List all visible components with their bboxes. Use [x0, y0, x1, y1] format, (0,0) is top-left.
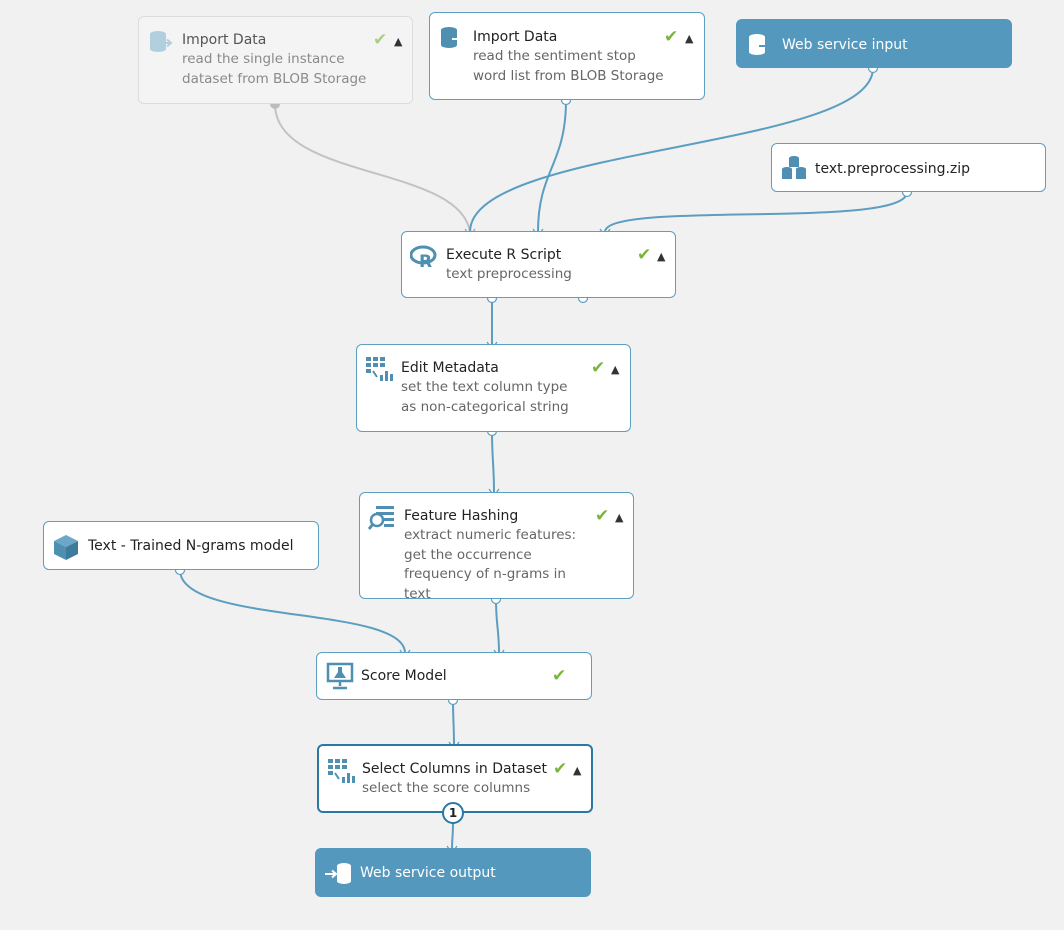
edge-hashing-score [495, 598, 500, 654]
check-icon: ✔ [553, 759, 568, 779]
node-trained-ngrams-model[interactable]: Text - Trained N-grams model [43, 521, 319, 570]
dataset-icon [782, 156, 806, 179]
edge-select-wsoutput [451, 822, 454, 850]
edge-ngrams-score [179, 569, 406, 654]
edge-zip-rscript [604, 191, 908, 233]
edge-wsinput-rscript [469, 67, 874, 233]
collapse-caret-icon[interactable]: ▲ [573, 764, 582, 777]
edge-metadata-hashing [491, 430, 495, 493]
node-title: Feature Hashing [404, 508, 519, 524]
node-title: Web service input [782, 37, 908, 53]
svg-text:R: R [419, 252, 432, 271]
check-icon: ✔ [373, 30, 388, 50]
collapse-caret-icon[interactable]: ▲ [685, 32, 694, 45]
score-model-icon [326, 662, 354, 690]
edit-metadata-icon [366, 357, 393, 381]
web-service-input-icon [749, 34, 772, 55]
node-web-service-input[interactable]: Web service input [736, 19, 1012, 68]
node-import-data-1[interactable]: Import Data read the single instance dat… [138, 16, 413, 104]
collapse-caret-icon[interactable]: ▲ [615, 511, 624, 524]
web-service-output-icon [325, 863, 351, 884]
import-data-icon [441, 27, 464, 48]
node-title: Web service output [360, 865, 496, 881]
node-title: Edit Metadata [401, 360, 499, 376]
import-data-icon [150, 31, 173, 52]
r-script-icon: R [410, 245, 437, 271]
node-execute-r-script[interactable]: R Execute R Script text preprocessing ✔ … [401, 231, 676, 298]
node-web-service-output[interactable]: Web service output [315, 848, 591, 897]
check-icon: ✔ [595, 506, 610, 526]
node-subtitle: read the single instance dataset from BL… [182, 51, 367, 87]
node-feature-hashing[interactable]: Feature Hashing extract numeric features… [359, 492, 634, 602]
check-icon: ✔ [637, 245, 652, 265]
node-subtitle: read the sentiment stop word list from B… [473, 48, 664, 84]
select-columns-icon [328, 759, 355, 783]
node-title: Score Model [361, 668, 447, 684]
node-import-data-2[interactable]: Import Data read the sentiment stop word… [429, 12, 705, 100]
node-edit-metadata[interactable]: Edit Metadata set the text column type a… [356, 344, 631, 432]
node-text-preprocessing-zip[interactable]: text.preprocessing.zip [771, 143, 1046, 192]
collapse-caret-icon[interactable]: ▲ [657, 250, 666, 263]
node-title: text.preprocessing.zip [815, 161, 971, 177]
check-icon: ✔ [664, 27, 679, 47]
node-subtitle: select the score columns [362, 780, 531, 796]
node-title: Select Columns in Dataset [362, 761, 548, 777]
edge-import2-rscript [537, 99, 567, 233]
node-score-model[interactable]: Score Model ✔ [316, 652, 592, 700]
edge-score-select [452, 699, 455, 746]
check-icon: ✔ [591, 358, 606, 378]
trained-model-icon [54, 535, 78, 560]
check-icon: ✔ [552, 666, 567, 686]
node-title: Import Data [182, 32, 267, 48]
node-title: Text - Trained N-grams model [88, 538, 294, 554]
feature-hashing-icon [368, 506, 394, 530]
node-subtitle: set the text column type as non-categori… [401, 379, 569, 415]
collapse-caret-icon[interactable]: ▲ [611, 363, 620, 376]
node-title: Import Data [473, 29, 558, 45]
edge-import1-rscript [274, 103, 471, 233]
node-subtitle: extract numeric features: get the occurr… [404, 527, 577, 602]
node-title: Execute R Script [446, 247, 562, 263]
output-port-badge[interactable]: 1 [442, 802, 464, 824]
node-subtitle: text preprocessing [446, 266, 572, 282]
collapse-caret-icon[interactable]: ▲ [394, 35, 403, 48]
